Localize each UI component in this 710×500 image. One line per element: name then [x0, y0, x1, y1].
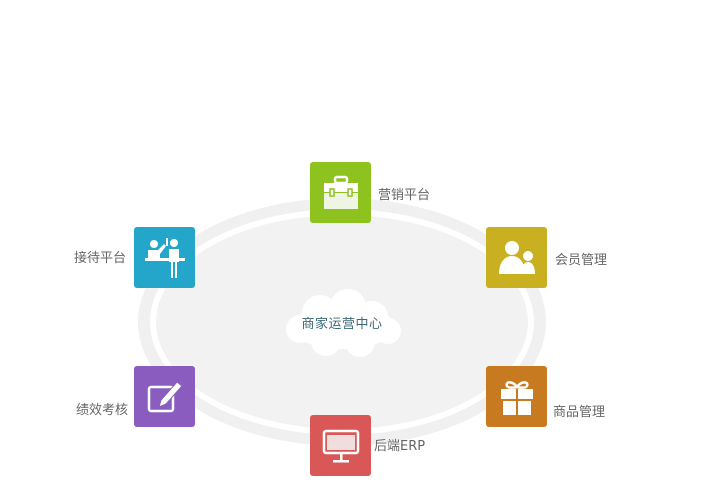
briefcase-icon — [323, 175, 358, 209]
members-node[interactable] — [486, 227, 547, 288]
performance-node[interactable] — [134, 366, 195, 427]
products-node[interactable] — [486, 366, 547, 427]
gift-icon — [500, 380, 533, 415]
monitor-icon — [322, 429, 359, 462]
reception-label: 接待平台 — [74, 251, 127, 266]
products-label: 商品管理 — [553, 405, 606, 420]
cloud-icon — [286, 289, 401, 357]
center-label: 商家运营中心 — [301, 317, 383, 332]
erp-node[interactable] — [310, 415, 371, 476]
marketing-node[interactable] — [310, 162, 371, 223]
erp-label: 后端ERP — [374, 439, 426, 454]
users-icon — [498, 240, 535, 274]
marketing-label: 营销平台 — [378, 188, 431, 203]
members-label: 会员管理 — [555, 253, 608, 268]
edit-pencil-icon — [147, 380, 183, 412]
reception-node[interactable] — [134, 227, 195, 288]
performance-label: 绩效考核 — [76, 403, 129, 418]
reception-desk-icon — [144, 237, 185, 278]
